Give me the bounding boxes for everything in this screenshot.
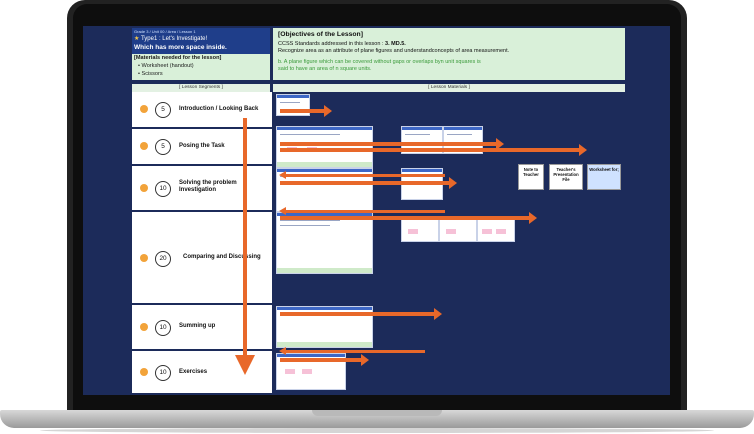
- flow-arrow: [280, 212, 537, 224]
- material-item: • Scissors: [138, 71, 163, 77]
- student-desk-icon: [140, 368, 148, 376]
- note-to-teacher-column: Note to Teacher: [518, 164, 544, 190]
- standards-description: Recognize area as an attribute of plane …: [278, 48, 510, 54]
- slide-thumbnail[interactable]: [276, 126, 373, 168]
- flow-arrow-back: [279, 347, 425, 355]
- student-desk-icon: [140, 323, 148, 331]
- students-icon: [140, 142, 148, 150]
- slide-thumbnail[interactable]: [477, 216, 515, 242]
- lesson-plan-screen: Grade 3 / Unit 00 / Area / Lesson 1 ★ Ty…: [83, 26, 670, 395]
- materials-header: [ Lesson Materials ]: [273, 84, 625, 92]
- student-desk-icon: [140, 254, 148, 262]
- segment-label: Solving the problem Investigation: [179, 180, 237, 193]
- student-desk-icon: [140, 184, 148, 192]
- objectives-title: [Objectives of the Lesson]: [278, 31, 363, 38]
- segment-label: Comparing and Discussing: [183, 254, 261, 260]
- timer-icon: 10: [155, 320, 171, 336]
- flow-arrow-back: [279, 171, 445, 179]
- timer-icon: 20: [155, 251, 171, 267]
- materials-title: [Materials needed for the lesson]: [134, 55, 222, 61]
- timer-icon: 10: [155, 365, 171, 381]
- flow-arrow: [280, 138, 504, 150]
- segment-label: Exercises: [179, 369, 208, 375]
- segment-row[interactable]: 5 Introduction / Looking Back: [132, 92, 272, 129]
- flow-arrow: [280, 308, 442, 320]
- timer-icon: 5: [155, 139, 171, 155]
- flow-arrow: [280, 354, 369, 366]
- slide-thumbnail[interactable]: [276, 212, 373, 274]
- segment-row[interactable]: 10 Summing up: [132, 305, 272, 351]
- segments-column: 5 Introduction / Looking Back 5 Posing t…: [132, 92, 272, 395]
- type-line: ★ Type1 : Let's Investigate!: [134, 35, 207, 42]
- timer-icon: 5: [155, 102, 171, 118]
- flow-arrow-vertical: [243, 118, 247, 356]
- laptop-base: [0, 410, 754, 428]
- flow-arrow-back: [279, 207, 445, 215]
- material-item: • Worksheet (handout): [138, 63, 194, 69]
- type-label: Type1 : Let's Investigate!: [140, 36, 208, 42]
- objective-green-line-1: b. A plane figure which can be covered w…: [278, 59, 481, 65]
- timer-icon: 10: [155, 181, 171, 197]
- worksheet-column: Worksheet for;: [587, 164, 621, 190]
- flow-arrow: [280, 105, 332, 117]
- segment-row[interactable]: 20 Comparing and Discussing: [132, 212, 272, 305]
- flow-arrow: [280, 177, 457, 189]
- segments-header: [ Lesson Segments ]: [132, 84, 270, 92]
- segment-row[interactable]: 10 Solving the problem Investigation: [132, 166, 272, 212]
- objectives-panel: [Objectives of the Lesson] CCSS Standard…: [273, 28, 625, 80]
- segment-label: Summing up: [179, 323, 216, 329]
- presentation-file-column: Teacher's Presentation File: [549, 164, 583, 190]
- standards-line: CCSS Standards addressed in this lesson …: [278, 41, 406, 47]
- segment-row[interactable]: 5 Posing the Task: [132, 129, 272, 166]
- star-icon: ★: [134, 36, 140, 42]
- lesson-question: Which has more space inside.: [134, 44, 227, 51]
- lesson-title-panel: Grade 3 / Unit 00 / Area / Lesson 1 ★ Ty…: [132, 28, 270, 54]
- teacher-icon: [140, 105, 148, 113]
- materials-needed-panel: [Materials needed for the lesson] • Work…: [132, 54, 270, 80]
- laptop-shadow: [40, 428, 714, 433]
- flow-arrow-head: [235, 355, 255, 375]
- flow-arrow: [280, 144, 587, 156]
- objective-green-line-2: said to have an area of n square units.: [278, 66, 372, 72]
- segment-label: Introduction / Looking Back: [179, 106, 259, 112]
- laptop-notch: [312, 410, 442, 416]
- slide-thumbnail[interactable]: [439, 216, 477, 242]
- segment-label: Posing the Task: [179, 143, 225, 149]
- grade-line: Grade 3 / Unit 00 / Area / Lesson 1: [134, 29, 196, 34]
